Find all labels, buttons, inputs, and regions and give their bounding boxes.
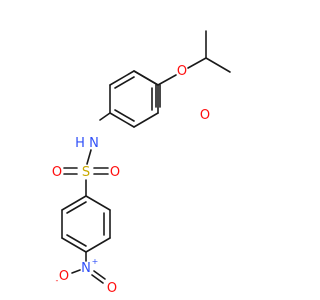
ring2-inner-3 xyxy=(66,201,87,214)
ring1-bond-6 xyxy=(133,70,159,86)
ring1-bond-4 xyxy=(133,112,159,128)
ring2-inner-2 xyxy=(66,234,87,247)
amine-h-label: H xyxy=(75,136,85,151)
ring1-bond-3 xyxy=(109,112,135,128)
bond-nitro-double-b xyxy=(91,274,104,284)
bond-ch-to-ester-o xyxy=(187,57,207,69)
nitro-plus-charge: + xyxy=(92,257,99,266)
amine-n-label: N xyxy=(89,136,99,151)
bond-nitro-n-to-o-left xyxy=(71,269,81,274)
bonds xyxy=(61,30,231,284)
ring2-bond-6 xyxy=(61,195,87,211)
nitro-minus-charge: - xyxy=(56,276,59,285)
nitro-oxygen-bottom-label: O xyxy=(107,281,117,296)
carbonyl-oxygen-label: O xyxy=(200,108,210,123)
ring1-inner-1 xyxy=(114,76,135,89)
bond-nh-to-s xyxy=(86,149,92,165)
ring1-inner-2 xyxy=(114,109,135,122)
bond-ester-o-to-carbonyl-c xyxy=(157,74,177,86)
nitro-nitrogen-label: N xyxy=(81,261,91,276)
sulfonyl-oxygen-left-label: O xyxy=(52,165,62,180)
sulfur-label: S xyxy=(82,165,90,180)
ester-oxygen-label: O xyxy=(177,64,187,79)
molecule-structure: O O H N S O O N + O - O xyxy=(52,30,231,296)
sulfonyl-oxygen-right-label: O xyxy=(110,165,120,180)
ring1-bond-1 xyxy=(109,70,135,86)
bond-ring-to-nh xyxy=(99,112,111,121)
bond-nitro-double-a xyxy=(93,270,106,280)
bond-methyl-right xyxy=(205,57,231,73)
ring2-bond-3 xyxy=(85,237,111,253)
nitro-oxygen-left-label: O xyxy=(59,269,69,284)
ring2-bond-1 xyxy=(85,195,111,211)
ring2-bond-4 xyxy=(61,237,87,253)
atom-labels: O O H N S O O N + O - O xyxy=(52,64,210,296)
